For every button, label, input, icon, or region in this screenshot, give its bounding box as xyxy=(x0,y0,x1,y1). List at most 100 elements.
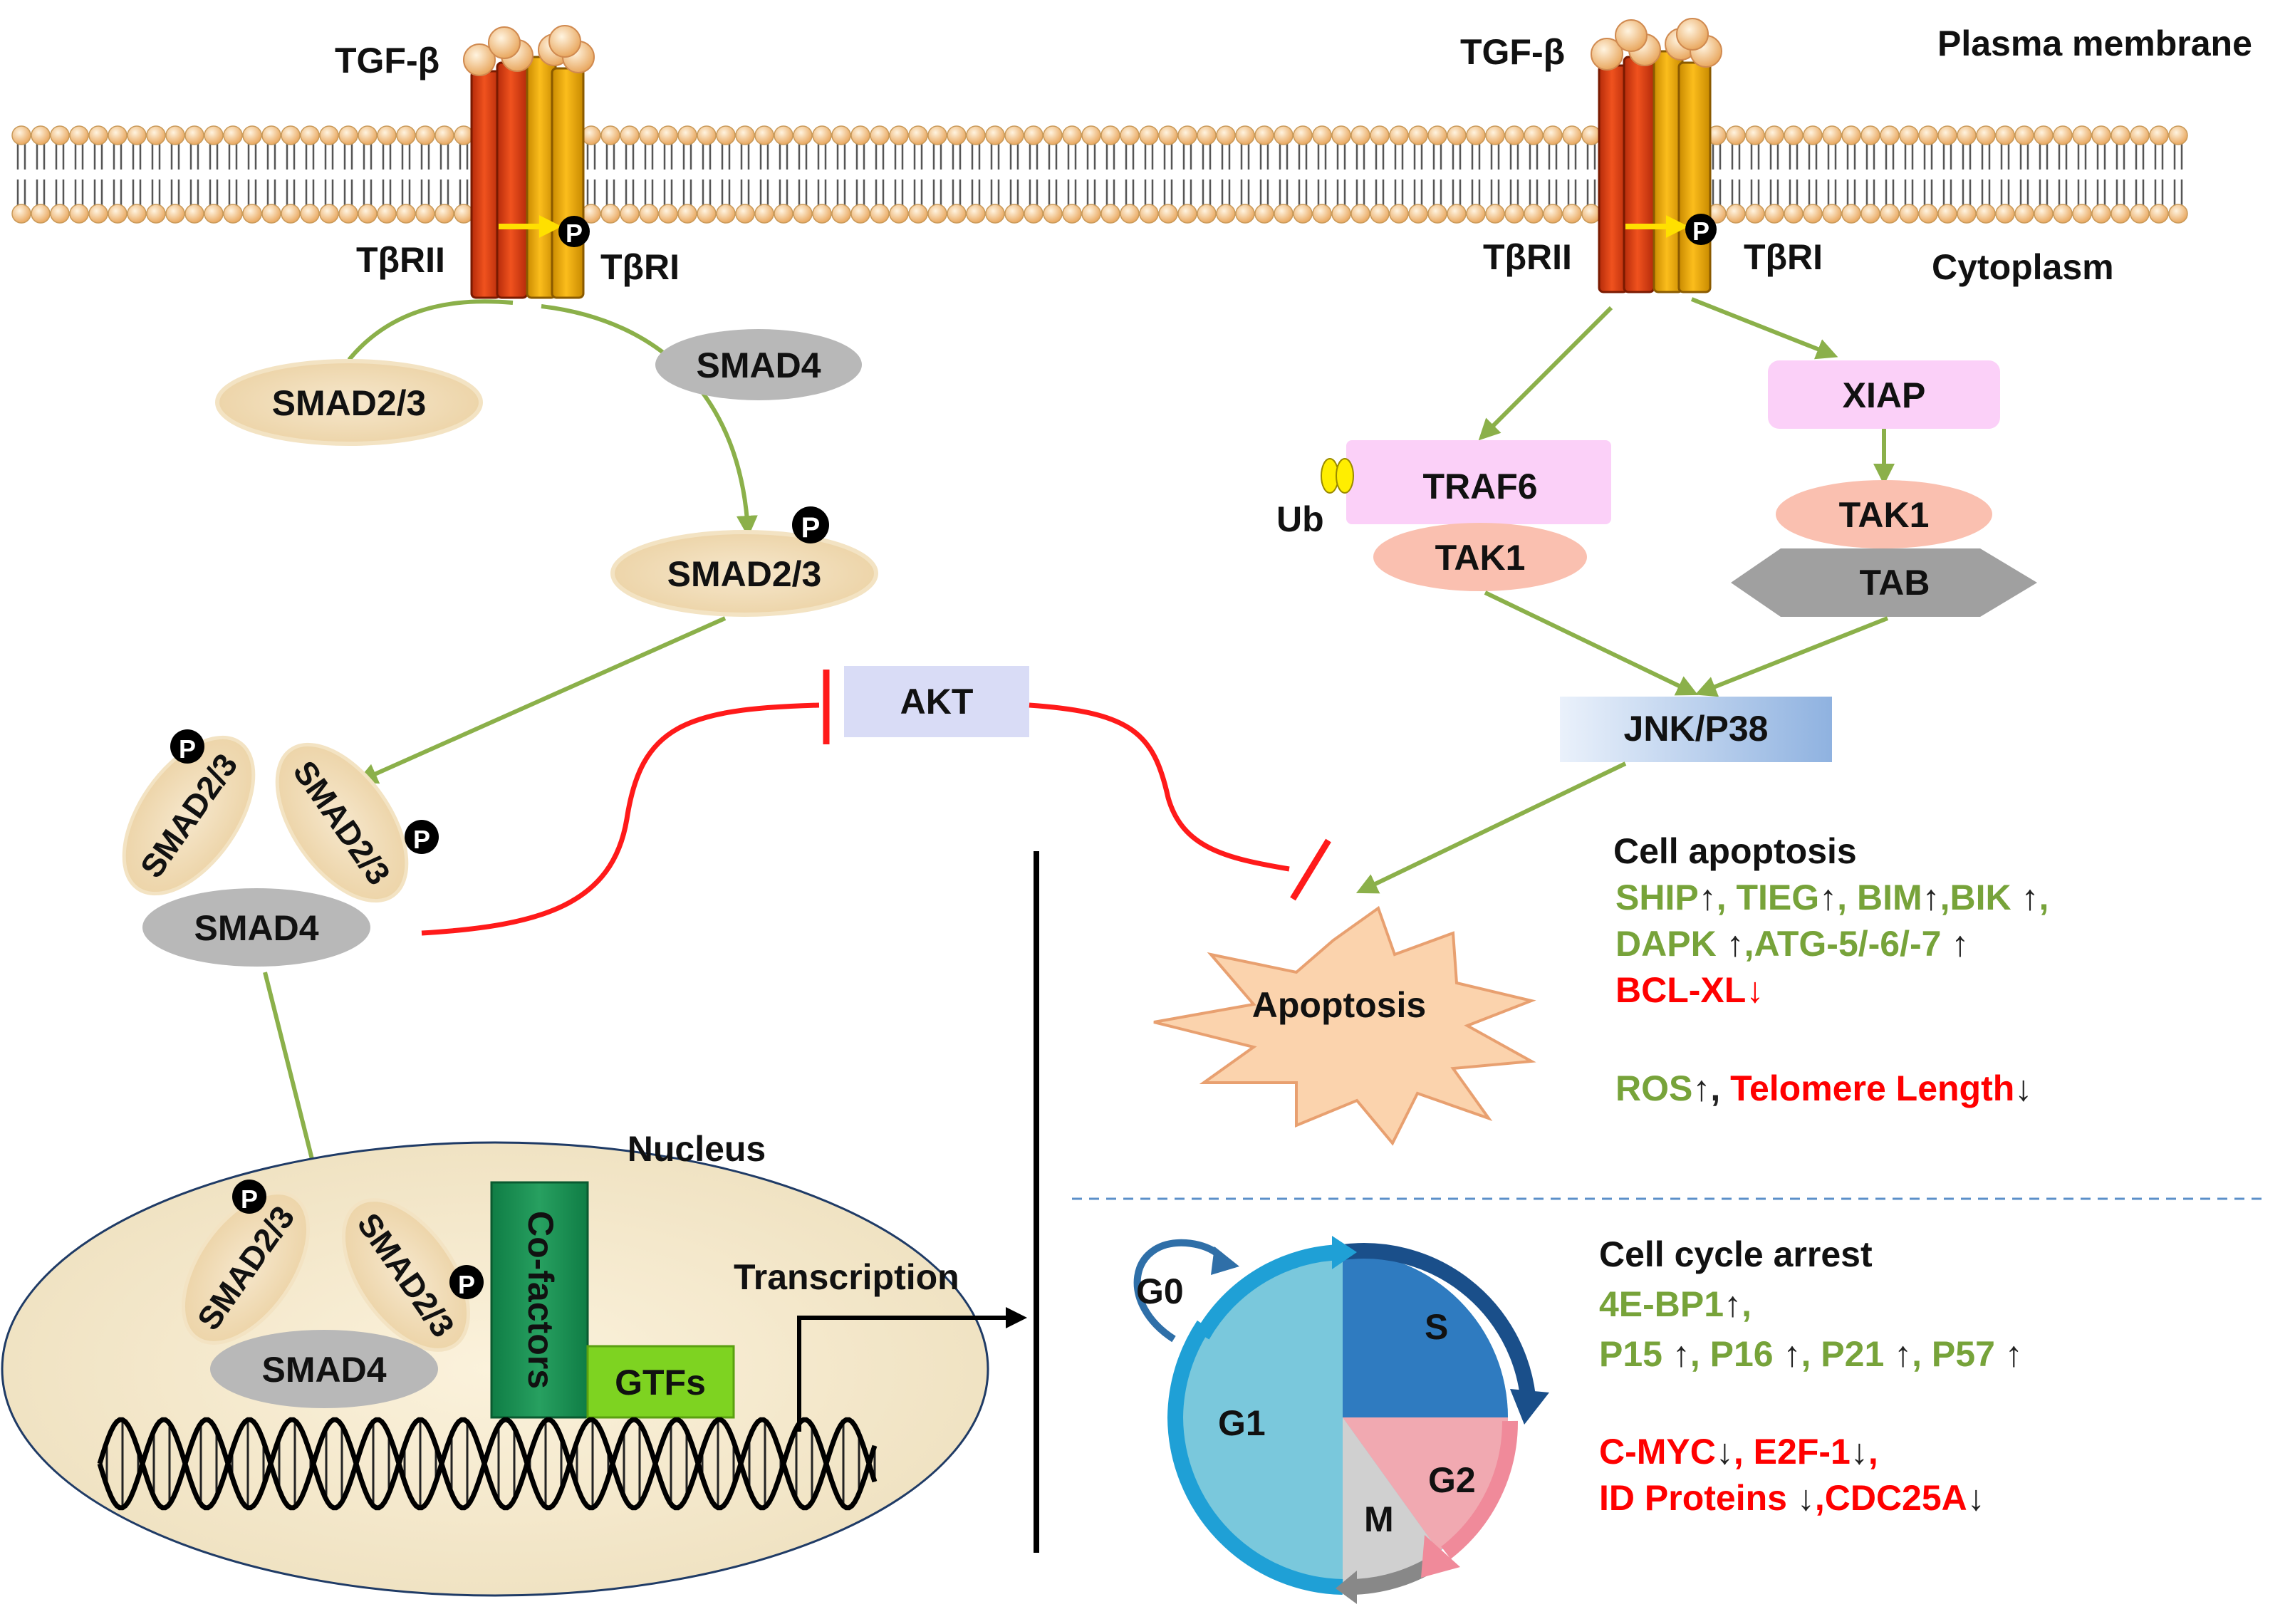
inhibition-complex-to-akt xyxy=(421,702,820,936)
transcription-label: Transcription xyxy=(734,1257,959,1297)
akt-box: AKT xyxy=(844,666,1029,737)
svg-text:P: P xyxy=(801,512,821,543)
right-receptor: P xyxy=(1591,18,1722,293)
svg-text:SMAD4: SMAD4 xyxy=(194,908,318,948)
text-segment: ,BIK xyxy=(1940,878,2021,917)
svg-text:SMAD4: SMAD4 xyxy=(696,345,821,385)
cofactors-box: Co-factors xyxy=(490,1181,589,1419)
arrow-tab-to-jnk xyxy=(1695,616,1889,697)
apoptosis-starburst: Apoptosis xyxy=(1153,905,1536,1146)
svg-text:TAB: TAB xyxy=(1859,563,1930,603)
text-segment: ↑ xyxy=(1951,924,1969,964)
arrow-to-traf6 xyxy=(1478,306,1613,441)
text-segment: ,ATG-5/-6/-7 xyxy=(1744,924,1952,964)
text-segment: ↑ xyxy=(1819,878,1837,917)
g1-label: G1 xyxy=(1218,1403,1266,1443)
text-segment: , P16 xyxy=(1690,1334,1784,1374)
phospho-icon xyxy=(405,820,439,854)
text-segment: SHIP xyxy=(1615,878,1699,917)
smad23-phosphorylated: SMAD2/3 P xyxy=(610,506,878,617)
tab-hexagon: TAB xyxy=(1731,548,2037,617)
arrow-tak1-to-jnk xyxy=(1484,590,1699,696)
text-segment: ROS xyxy=(1615,1068,1692,1108)
svg-text:TRAF6: TRAF6 xyxy=(1422,467,1537,506)
cell-apoptosis-heading: Cell apoptosis xyxy=(1613,831,1857,871)
apoptosis-genes-line1: SHIP↑, TIEG↑, BIM↑,BIK ↑, xyxy=(1615,878,2049,917)
apoptosis-genes-line4: ROS↑, Telomere Length↓ xyxy=(1615,1068,2032,1108)
right-tbrii-label: TβRII xyxy=(1483,237,1572,277)
svg-text:XIAP: XIAP xyxy=(1843,375,1926,415)
cell-cycle-genes-line3: C-MYC↓, E2F-1↓, xyxy=(1599,1432,1878,1472)
arrow-complex-to-nucleus xyxy=(263,972,324,1185)
text-segment: ↓ xyxy=(1967,1478,1985,1518)
right-tbri-label: TβRI xyxy=(1744,237,1823,277)
svg-text:P: P xyxy=(179,734,196,764)
plasma-membrane-label: Plasma membrane xyxy=(1937,24,2252,63)
jnk-p38-box: JNK/P38 xyxy=(1560,697,1832,762)
svg-text:AKT: AKT xyxy=(900,682,974,722)
text-segment: ↓ xyxy=(1851,1432,1868,1472)
text-segment: ↓ xyxy=(2014,1068,2032,1108)
arrow-to-smad-complex xyxy=(355,616,727,784)
smad4-free: SMAD4 xyxy=(655,329,862,400)
text-segment: , xyxy=(1742,1284,1752,1324)
arrow-to-xiap xyxy=(1690,297,1838,360)
svg-text:GTFs: GTFs xyxy=(615,1363,706,1402)
svg-text:SMAD2/3: SMAD2/3 xyxy=(272,383,427,423)
text-segment: 4E-BP1 xyxy=(1599,1284,1724,1324)
right-tgf-beta-label: TGF-β xyxy=(1460,32,1565,72)
cytoplasm-label: Cytoplasm xyxy=(1932,247,2114,287)
gtfs-box: GTFs xyxy=(586,1345,735,1419)
inhibition-akt-to-apoptosis xyxy=(1029,702,1290,872)
text-segment: ↑ xyxy=(1672,1334,1690,1374)
svg-text:SMAD2/3: SMAD2/3 xyxy=(667,554,822,594)
left-tgf-beta-label: TGF-β xyxy=(335,41,439,80)
svg-text:P: P xyxy=(413,825,430,854)
text-segment: ↑ xyxy=(2021,878,2039,917)
smad-complex: SMAD2/3 SMAD2/3 SMAD4 P P xyxy=(122,729,439,967)
left-tbri-label: TβRI xyxy=(600,247,680,287)
text-segment: ↑ xyxy=(1692,1068,1710,1108)
xiap-box: XIAP xyxy=(1768,360,2000,429)
svg-text:P: P xyxy=(241,1185,258,1214)
apoptosis-genes-line3: BCL-XL↓ xyxy=(1615,970,1764,1010)
nuclear-smad-complex: SMAD2/3 SMAD2/3 SMAD4 P P xyxy=(181,1180,484,1408)
g2-label: G2 xyxy=(1428,1460,1476,1500)
text-segment: ↑ xyxy=(1922,878,1940,917)
text-segment: ↑ xyxy=(1724,1284,1742,1324)
text-segment: , P21 xyxy=(1801,1334,1895,1374)
text-segment: , xyxy=(1710,1068,1730,1108)
apoptosis-genes-line2: DAPK ↑,ATG-5/-6/-7 ↑ xyxy=(1615,924,1969,964)
left-tbrii-label: TβRII xyxy=(356,240,445,280)
text-segment: ↓ xyxy=(1797,1478,1815,1518)
cell-cycle-genes-line1: 4E-BP1↑, xyxy=(1599,1284,1752,1324)
svg-text:TAK1: TAK1 xyxy=(1839,495,1930,535)
tgf-beta-ligand-beads xyxy=(1591,18,1722,71)
text-segment: , xyxy=(2039,878,2049,917)
traf6-box: TRAF6 xyxy=(1346,440,1611,524)
phospho-icon xyxy=(170,729,204,764)
arrow-jnk-to-apoptosis xyxy=(1355,761,1627,894)
text-segment: , P57 xyxy=(1912,1334,2005,1374)
cell-cycle-wheel xyxy=(1133,1236,1549,1604)
text-segment: ,CDC25A xyxy=(1815,1478,1967,1518)
phospho-icon xyxy=(792,506,829,543)
text-segment: , E2F-1 xyxy=(1734,1432,1851,1472)
text-segment: ↑ xyxy=(1894,1334,1912,1374)
svg-text:P: P xyxy=(1692,217,1709,246)
inhibition-bar xyxy=(1290,838,1331,901)
ubiquitin-icon xyxy=(1321,458,1354,494)
svg-text:SMAD4: SMAD4 xyxy=(261,1350,386,1390)
text-segment: BCL-XL xyxy=(1615,970,1746,1010)
text-segment: , xyxy=(1868,1432,1878,1472)
plasma-membrane-bilayer xyxy=(11,125,2188,224)
cell-cycle-genes-line2: P15 ↑, P16 ↑, P21 ↑, P57 ↑ xyxy=(1599,1334,2023,1374)
text-segment: ↑ xyxy=(1784,1334,1801,1374)
svg-text:P: P xyxy=(566,219,583,248)
text-segment: C-MYC xyxy=(1599,1432,1716,1472)
tak1-left: TAK1 xyxy=(1373,523,1587,591)
text-segment: , BIM xyxy=(1837,878,1922,917)
tgf-beta-ligand-beads xyxy=(463,25,595,76)
text-segment: ID Proteins xyxy=(1599,1478,1797,1518)
